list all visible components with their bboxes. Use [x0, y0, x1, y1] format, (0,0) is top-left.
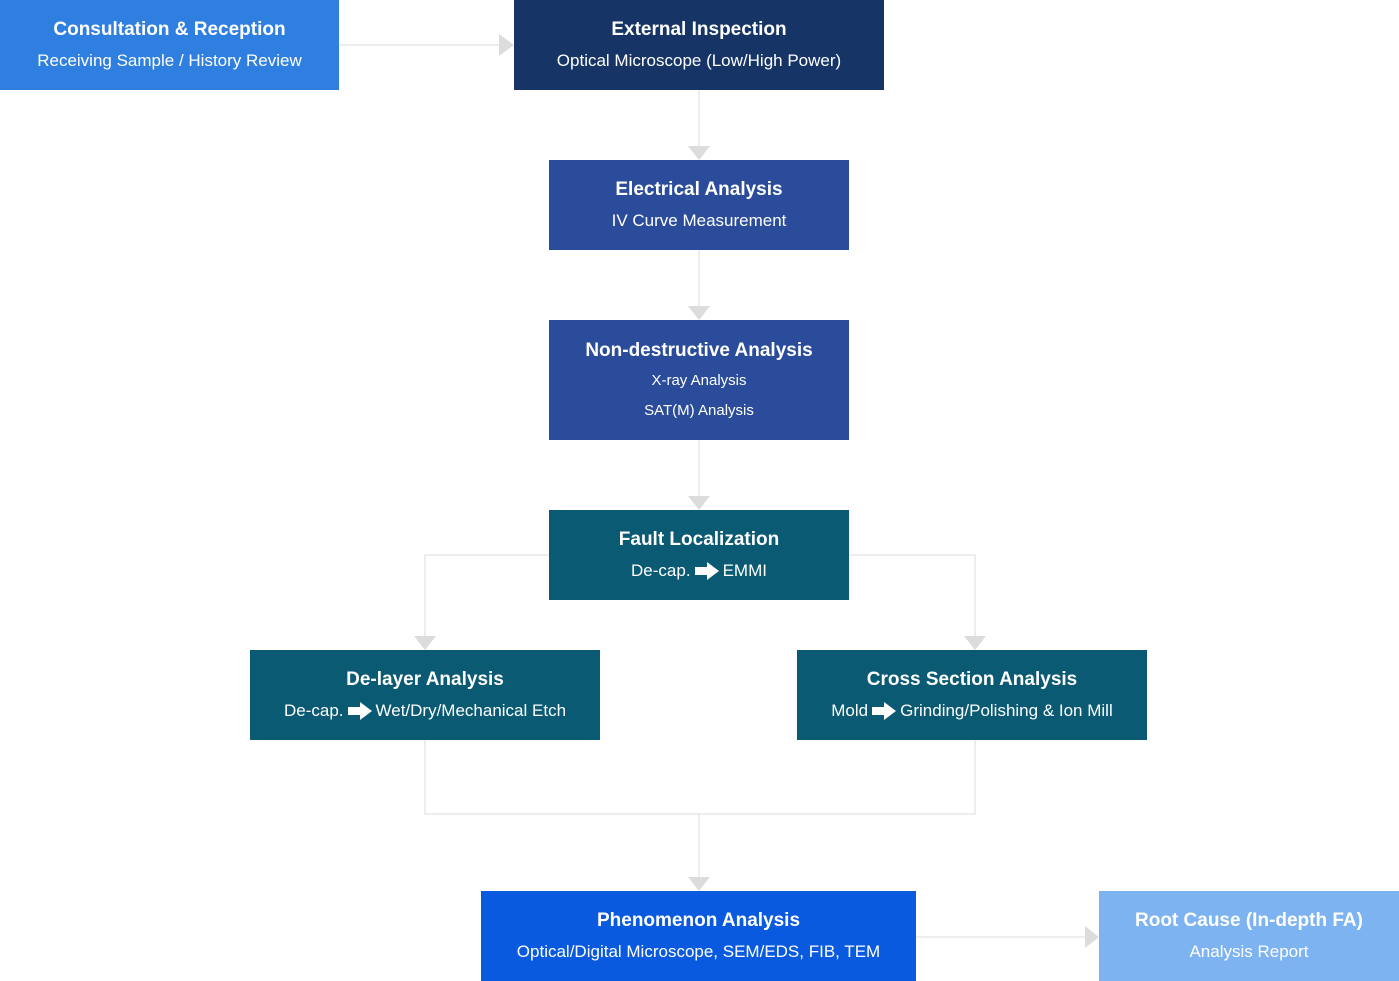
node-title: Non-destructive Analysis [585, 340, 813, 361]
node-subtitle-xray: X-ray Analysis [651, 372, 747, 389]
node-title: Electrical Analysis [615, 179, 783, 200]
arrowhead-icon [964, 636, 986, 650]
right-arrow-icon [872, 702, 897, 720]
node-subtitle: De-cap. Wet/Dry/Mechanical Etch [284, 700, 566, 722]
node-subtitle: Receiving Sample / History Review [37, 51, 302, 70]
connector-fault-delayer [424, 554, 549, 636]
step-to: EMMI [722, 561, 767, 580]
step-from: Mold [831, 701, 869, 720]
node-subtitle: IV Curve Measurement [611, 211, 787, 230]
node-non-destructive-analysis: Non-destructive Analysis X-ray Analysis … [549, 320, 849, 440]
node-title: Phenomenon Analysis [596, 910, 801, 931]
arrowhead-icon [1085, 926, 1099, 948]
connector-merge [424, 740, 976, 815]
node-subtitle: Optical/Digital Microscope, SEM/EDS, FIB… [516, 942, 881, 961]
node-subtitle: De-cap. EMMI [631, 560, 767, 582]
node-delayer-analysis: De-layer Analysis De-cap. Wet/Dry/Mechan… [250, 650, 600, 740]
node-phenomenon-analysis: Phenomenon Analysis Optical/Digital Micr… [481, 891, 916, 981]
right-arrow-icon [347, 702, 372, 720]
connector-fault-cross-section [849, 554, 976, 636]
node-title: De-layer Analysis [346, 669, 504, 690]
node-root-cause: Root Cause (In-depth FA) Analysis Report [1099, 891, 1399, 981]
node-electrical-analysis: Electrical Analysis IV Curve Measurement [549, 160, 849, 250]
right-arrow-icon [694, 562, 719, 580]
node-cross-section-analysis: Cross Section Analysis Mold Grinding/Pol… [797, 650, 1147, 740]
node-subtitle-sat: SAT(M) Analysis [644, 402, 754, 419]
arrowhead-icon [688, 496, 710, 510]
arrowhead-icon [688, 306, 710, 320]
arrowhead-icon [688, 877, 710, 891]
node-subtitle: Optical Microscope (Low/High Power) [556, 51, 842, 70]
step-to: Grinding/Polishing & Ion Mill [900, 701, 1113, 720]
arrowhead-icon [688, 146, 710, 160]
node-subtitle: Mold Grinding/Polishing & Ion Mill [831, 700, 1113, 722]
step-from: De-cap. [631, 561, 691, 580]
arrowhead-icon [414, 636, 436, 650]
node-consultation: Consultation & Reception Receiving Sampl… [0, 0, 339, 90]
node-title: Cross Section Analysis [866, 669, 1078, 690]
node-external-inspection: External Inspection Optical Microscope (… [514, 0, 884, 90]
node-title: Root Cause (In-depth FA) [1135, 910, 1363, 931]
step-from: De-cap. [283, 701, 344, 720]
node-subtitle: Analysis Report [1189, 942, 1309, 961]
node-title: Fault Localization [618, 529, 780, 550]
node-title: Consultation & Reception [53, 19, 286, 40]
node-fault-localization: Fault Localization De-cap. EMMI [549, 510, 849, 600]
node-title: External Inspection [611, 19, 787, 40]
step-to: Wet/Dry/Mechanical Etch [375, 701, 567, 720]
arrowhead-icon [499, 34, 514, 56]
